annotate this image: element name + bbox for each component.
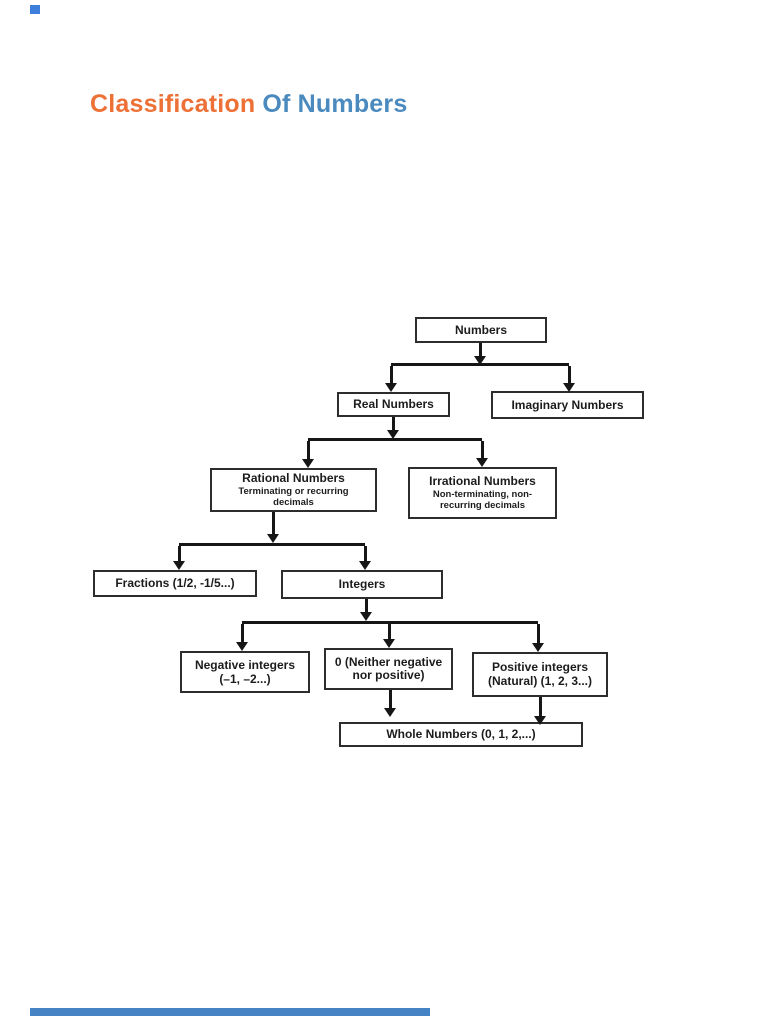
- connector-line: [365, 599, 368, 612]
- node-real-numbers: Real Numbers: [337, 392, 450, 417]
- connector-arrowhead: [534, 716, 546, 725]
- connector-line: [389, 690, 392, 708]
- connector-line: [539, 697, 542, 716]
- node-label: Rational Numbers: [242, 471, 345, 485]
- connector-line: [179, 543, 365, 546]
- connector-line: [388, 624, 391, 639]
- node-fractions: Fractions (1/2, -1/5...): [93, 570, 257, 597]
- node-label: Negative integers: [194, 657, 296, 672]
- node-label: Real Numbers: [353, 397, 434, 411]
- connector-line: [308, 438, 482, 441]
- connector-line: [481, 441, 484, 458]
- node-integers: Integers: [281, 570, 443, 599]
- node-label: Imaginary Numbers: [511, 397, 624, 412]
- node-sublabel: (Natural) (1, 2, 3...): [487, 674, 593, 688]
- bottom-accent-bar: [30, 1008, 430, 1016]
- connector-arrowhead: [267, 534, 279, 543]
- connector-arrowhead: [474, 356, 486, 365]
- connector-line: [272, 512, 275, 534]
- node-label: Irrational Numbers: [429, 474, 536, 488]
- node-sublabel: Terminating or recurring decimals: [238, 486, 349, 508]
- connector-line: [537, 624, 540, 643]
- connector-arrowhead: [384, 708, 396, 717]
- node-zero: 0 (Neither negative nor positive): [324, 648, 453, 690]
- connector-arrowhead: [532, 643, 544, 652]
- connector-arrowhead: [383, 639, 395, 648]
- node-label: Positive integers: [491, 660, 589, 674]
- node-imaginary-numbers: Imaginary Numbers: [491, 391, 644, 419]
- connector-line: [479, 343, 482, 357]
- connector-arrowhead: [387, 430, 399, 439]
- connector-line: [390, 366, 393, 383]
- node-label: Numbers: [454, 322, 507, 337]
- node-irrational-numbers: Irrational Numbers Non-terminating, non-…: [408, 467, 557, 519]
- connector-arrowhead: [173, 561, 185, 570]
- page-title-part1: Classification: [90, 90, 256, 118]
- node-label: Whole Numbers (0, 1, 2,...): [386, 727, 536, 741]
- node-rational-numbers: Rational Numbers Terminating or recurrin…: [210, 468, 377, 512]
- node-positive-integers: Positive integers (Natural) (1, 2, 3...): [472, 652, 608, 697]
- connector-arrowhead: [385, 383, 397, 392]
- node-negative-integers: Negative integers (–1, –2...): [180, 651, 310, 693]
- node-sublabel: (–1, –2...): [219, 671, 271, 686]
- connector-line: [242, 621, 538, 624]
- connector-line: [307, 441, 310, 459]
- connector-arrowhead: [360, 612, 372, 621]
- page-title-part2: Of Numbers: [262, 90, 408, 118]
- connector-arrowhead: [563, 383, 575, 392]
- node-whole-numbers: Whole Numbers (0, 1, 2,...): [339, 722, 583, 747]
- connector-arrowhead: [359, 561, 371, 570]
- node-label: Fractions (1/2, -1/5...): [115, 576, 235, 590]
- connector-line: [178, 546, 181, 561]
- top-left-accent-square: [30, 5, 40, 14]
- connector-line: [364, 546, 367, 561]
- connector-arrowhead: [236, 642, 248, 651]
- connector-line: [241, 624, 244, 642]
- node-sublabel: Non-terminating, non- recurring decimals: [432, 489, 533, 511]
- node-label: 0 (Neither negative nor positive): [334, 655, 443, 682]
- connector-line: [568, 366, 571, 383]
- connector-arrowhead: [476, 458, 488, 467]
- node-numbers: Numbers: [415, 317, 547, 343]
- connector-line: [392, 417, 395, 430]
- node-label: Integers: [338, 577, 386, 591]
- connector-arrowhead: [302, 459, 314, 468]
